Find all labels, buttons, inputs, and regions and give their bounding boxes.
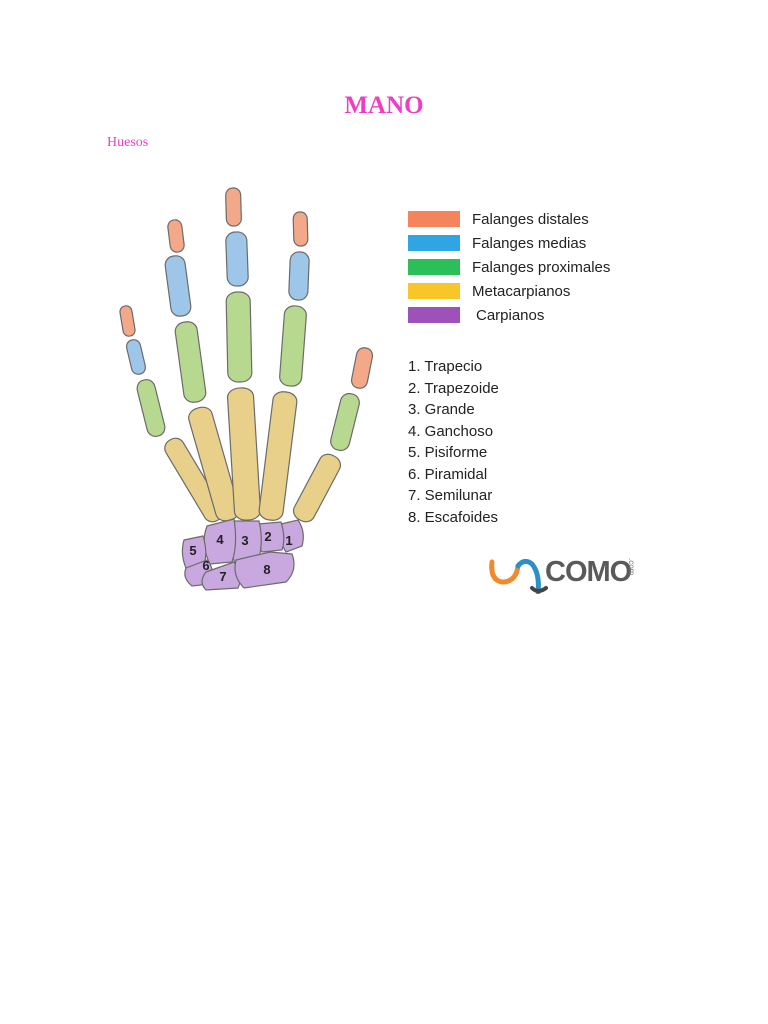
little-proximal-bone <box>135 378 166 438</box>
legend-label: Falanges proximales <box>472 259 610 276</box>
legend-item-metacarpal: Metacarpianos <box>408 281 638 305</box>
carpal-label-1: 1 <box>285 533 292 548</box>
legend-item-medial: Falanges medias <box>408 233 638 257</box>
carpal-label-2: 2 <box>264 529 271 544</box>
carpal-list-item: 1. Trapecio <box>408 358 499 380</box>
legend-label: Metacarpianos <box>472 283 570 300</box>
index-metacarpal-bone <box>258 391 298 522</box>
legend-swatch <box>408 211 460 227</box>
middle-distal-bone <box>226 188 242 226</box>
carpal-bones <box>182 519 303 590</box>
carpal-label-4: 4 <box>216 532 224 547</box>
carpal-list-item: 8. Escafoides <box>408 509 499 531</box>
legend-swatch <box>408 259 460 275</box>
legend-item-distal: Falanges distales <box>408 209 638 233</box>
logo-domain-suffix: .com <box>627 558 636 575</box>
index-distal-bone <box>293 212 308 246</box>
legend-label: Falanges medias <box>472 235 586 252</box>
ring-distal-bone <box>167 219 185 253</box>
legend-label: Carpianos <box>476 307 544 324</box>
middle-proximal-bone <box>226 292 252 383</box>
logo-wordmark: COMO <box>545 556 631 589</box>
legend-swatch <box>408 307 460 323</box>
carpal-label-8: 8 <box>263 562 270 577</box>
legend-swatch <box>408 235 460 251</box>
carpal-list-item: 3. Grande <box>408 401 499 423</box>
carpal-list-item: 5. Pisiforme <box>408 444 499 466</box>
carpal-label-7: 7 <box>219 569 226 584</box>
carpal-list-item: 6. Piramidal <box>408 466 499 488</box>
carpal-label-3: 3 <box>241 533 248 548</box>
carpal-label-6: 6 <box>202 558 209 573</box>
thumb-metacarpal-bone <box>290 451 343 525</box>
middle-medial-bone <box>226 232 249 287</box>
legend-item-carpal: Carpianos <box>408 305 638 329</box>
carpal-label-5: 5 <box>189 543 196 558</box>
legend-item-proximal: Falanges proximales <box>408 257 638 281</box>
thumb-proximal-bone <box>329 392 361 453</box>
legend-swatch <box>408 283 460 299</box>
carpal-list-item: 7. Semilunar <box>408 487 499 509</box>
index-medial-bone <box>289 252 310 301</box>
hand-bones <box>119 188 374 525</box>
carpal-bone-list: 1. Trapecio 2. Trapezoide 3. Grande 4. G… <box>408 358 499 530</box>
little-medial-bone <box>125 338 147 375</box>
carpal-list-item: 4. Ganchoso <box>408 423 499 445</box>
legend-label: Falanges distales <box>472 211 589 228</box>
little-distal-bone <box>119 305 136 337</box>
thumb-distal-bone <box>350 346 374 389</box>
index-proximal-bone <box>279 305 307 387</box>
ring-medial-bone <box>164 255 192 318</box>
carpal-list-item: 2. Trapezoide <box>408 380 499 402</box>
bone-type-legend: Falanges distales Falanges medias Falang… <box>408 209 638 329</box>
ring-proximal-bone <box>174 321 207 404</box>
